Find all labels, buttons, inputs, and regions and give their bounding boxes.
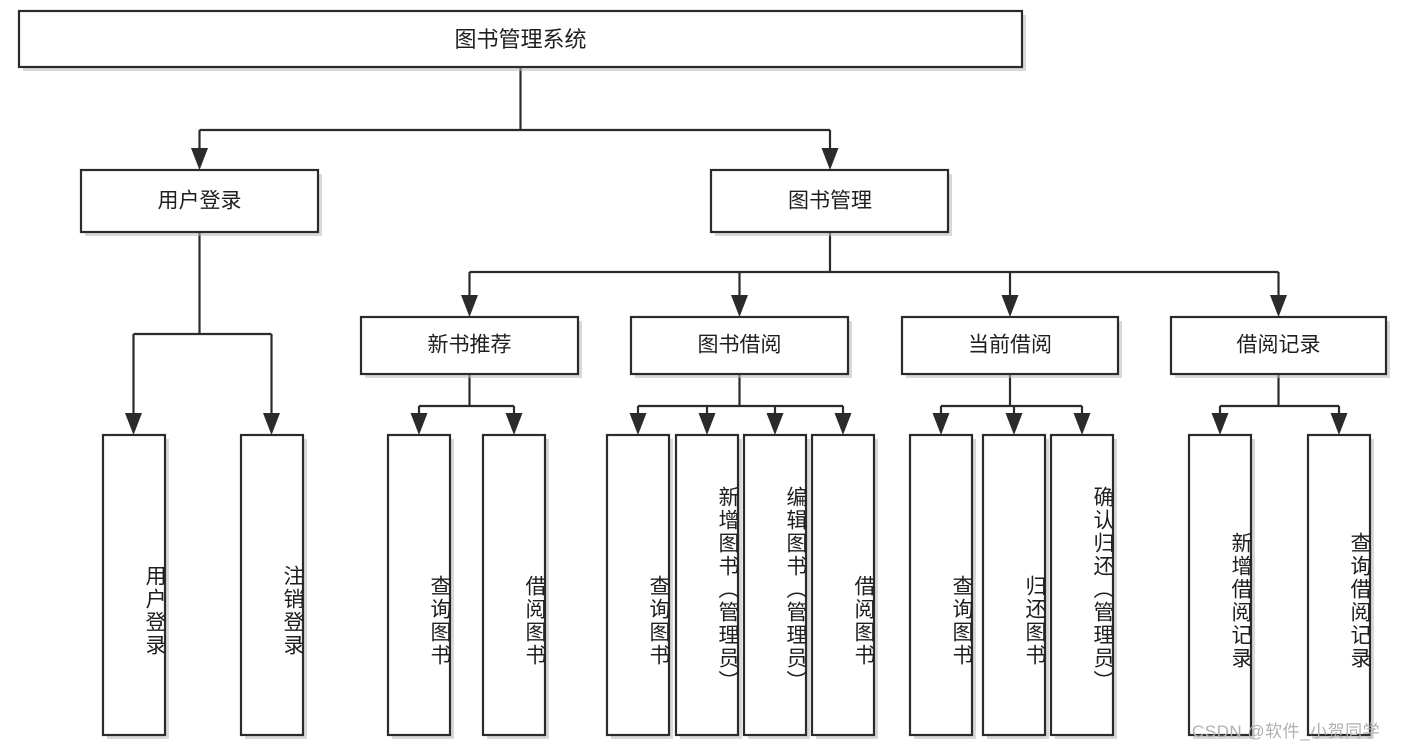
node-book-borrow-box (629, 315, 850, 376)
node-new-book-rec[interactable]: 新书推荐 (359, 315, 582, 378)
node-book-manage[interactable]: 图书管理 (709, 168, 952, 236)
leaf-box (742, 433, 808, 737)
leaf-box-return-book[interactable] (981, 433, 1049, 739)
arrowhead-new-book-rec (461, 295, 478, 317)
arrowhead-current-borrow (1001, 295, 1019, 317)
node-new-book-rec-label: 新书推荐 (428, 334, 512, 357)
leaf-box-confirm-return[interactable] (1049, 433, 1117, 739)
leaf-box (239, 433, 305, 737)
arrowhead-leaf-add-book (698, 413, 716, 435)
arrowhead-leaf-logout (263, 413, 280, 435)
leaf-box (810, 433, 876, 737)
arrowhead-leaf-borrow-book-2 (834, 413, 852, 435)
arrowhead-leaf-query-book-1 (410, 413, 428, 435)
leaf-box-query-book-1[interactable] (386, 433, 454, 739)
leaf-box-edit-book[interactable] (742, 433, 810, 739)
arrowhead-leaf-query-record (1330, 413, 1348, 435)
leaf-box (981, 433, 1047, 737)
leaf-box (101, 433, 167, 737)
arrowhead-leaf-add-record (1211, 413, 1229, 435)
leaf-box-query-book-3[interactable] (908, 433, 976, 739)
node-current-borrow-label: 当前借阅 (968, 334, 1052, 357)
node-borrow-record-box (1169, 315, 1388, 376)
node-user-login[interactable]: 用户登录 (79, 168, 322, 236)
connector-layer (125, 67, 1348, 435)
node-title-label: 图书管理系统 (454, 27, 586, 52)
leaf-box (605, 433, 671, 737)
node-new-book-rec-box (359, 315, 580, 376)
node-book-borrow[interactable]: 图书借阅 (629, 315, 852, 378)
leaf-box-user-login[interactable] (101, 433, 169, 739)
leaf-box (674, 433, 740, 737)
leaf-box-borrow-book-2[interactable] (810, 433, 878, 739)
arrowhead-leaf-borrow-book-1 (505, 413, 523, 435)
node-current-borrow[interactable]: 当前借阅 (900, 315, 1122, 378)
leaf-box-add-book[interactable] (674, 433, 742, 739)
node-book-borrow-label: 图书借阅 (698, 334, 782, 357)
node-borrow-record-label: 借阅记录 (1237, 334, 1321, 357)
node-user-login-box (79, 168, 320, 234)
leaf-box (1306, 433, 1372, 737)
leaf-box (1049, 433, 1115, 737)
node-book-manage-label: 图书管理 (788, 190, 872, 213)
arrowhead-user-login (191, 148, 208, 170)
arrowhead-borrow-record (1270, 295, 1287, 317)
node-title[interactable]: 图书管理系统 (17, 9, 1026, 71)
leaf-box-query-book-2[interactable] (605, 433, 673, 739)
csdn-watermark: CSDN @软件_小贺同学 (1192, 722, 1381, 741)
arrowhead-leaf-edit-book (766, 413, 784, 435)
leaf-box-add-record[interactable] (1187, 433, 1255, 739)
leaf-box-query-record[interactable] (1306, 433, 1374, 739)
arrowhead-leaf-query-book-3 (932, 413, 950, 435)
arrowhead-leaf-user-login (125, 413, 142, 435)
arrowhead-leaf-confirm-return (1073, 413, 1091, 435)
leaf-box (386, 433, 452, 737)
node-book-manage-box (709, 168, 950, 234)
arrowhead-leaf-return-book (1005, 413, 1023, 435)
leaf-box (908, 433, 974, 737)
leaf-box (481, 433, 547, 737)
node-layer: 图书管理系统 用户登录 图书管理 新书推荐 (17, 9, 1390, 739)
node-borrow-record[interactable]: 借阅记录 (1169, 315, 1390, 378)
leaf-box-borrow-book-1[interactable] (481, 433, 549, 739)
leaf-box-logout[interactable] (239, 433, 307, 739)
arrowhead-book-manage (821, 148, 839, 170)
node-user-login-label: 用户登录 (158, 190, 242, 213)
arrowhead-book-borrow (731, 295, 748, 317)
leaf-box (1187, 433, 1253, 737)
arrowhead-leaf-query-book-2 (629, 413, 647, 435)
node-current-borrow-box (900, 315, 1120, 376)
node-title-box (17, 9, 1024, 69)
